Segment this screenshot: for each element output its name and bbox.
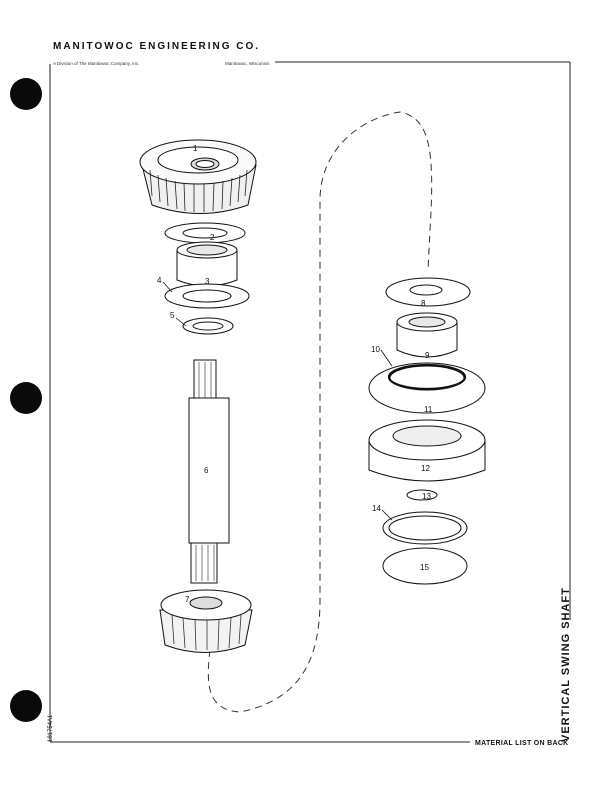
- part-8-cover-plate: [385, 277, 471, 307]
- part-14-gasket: [382, 511, 468, 545]
- location-line: Manitowoc, Wisconsin: [225, 61, 270, 66]
- part-5-washer: [182, 317, 234, 335]
- part-label-7: 7: [185, 595, 190, 604]
- part-label-2: 2: [210, 233, 215, 242]
- part-label-4: 4: [157, 276, 162, 285]
- part-label-11: 11: [424, 405, 433, 414]
- leader-lines: [162, 281, 393, 521]
- part-label-12: 12: [421, 464, 430, 473]
- company-name: MANITOWOC ENGINEERING CO.: [53, 41, 261, 52]
- binder-hole-top: [10, 78, 42, 110]
- assembly-path: [207, 111, 433, 713]
- part-label-5: 5: [170, 311, 175, 320]
- part-label-13: 13: [422, 492, 431, 501]
- part-6-shaft: [188, 359, 230, 584]
- part-label-3: 3: [205, 277, 210, 286]
- part-label-1: 1: [193, 144, 198, 153]
- part-13-washer: [406, 489, 438, 501]
- part-label-9: 9: [425, 351, 430, 360]
- binder-hole-bottom: [10, 690, 42, 722]
- part-1-bevel-gear: [139, 139, 257, 214]
- part-15-end-plate: [382, 547, 468, 585]
- part-4-retainer: [164, 283, 250, 309]
- binder-hole-middle: [10, 382, 42, 414]
- part-label-15: 15: [420, 563, 429, 572]
- part-label-6: 6: [204, 466, 209, 475]
- part-7-pinion: [159, 589, 253, 653]
- part-9-bearing: [396, 312, 458, 358]
- part-label-10: 10: [371, 345, 380, 354]
- part-label-14: 14: [372, 504, 381, 513]
- material-list-note: MATERIAL LIST ON BACK: [475, 740, 569, 747]
- part-label-8: 8: [421, 299, 426, 308]
- division-line: A Division of The Manitowoc Company, Inc…: [53, 61, 140, 66]
- part-2-shim: [164, 222, 246, 244]
- part-12-housing: [368, 419, 486, 482]
- part-10-o-ring: [387, 363, 467, 391]
- part-labels: 1 2 3 4 5 6 7 8 9 10 11 12 13 14 15: [157, 144, 433, 604]
- drawing-frame: [49, 61, 571, 743]
